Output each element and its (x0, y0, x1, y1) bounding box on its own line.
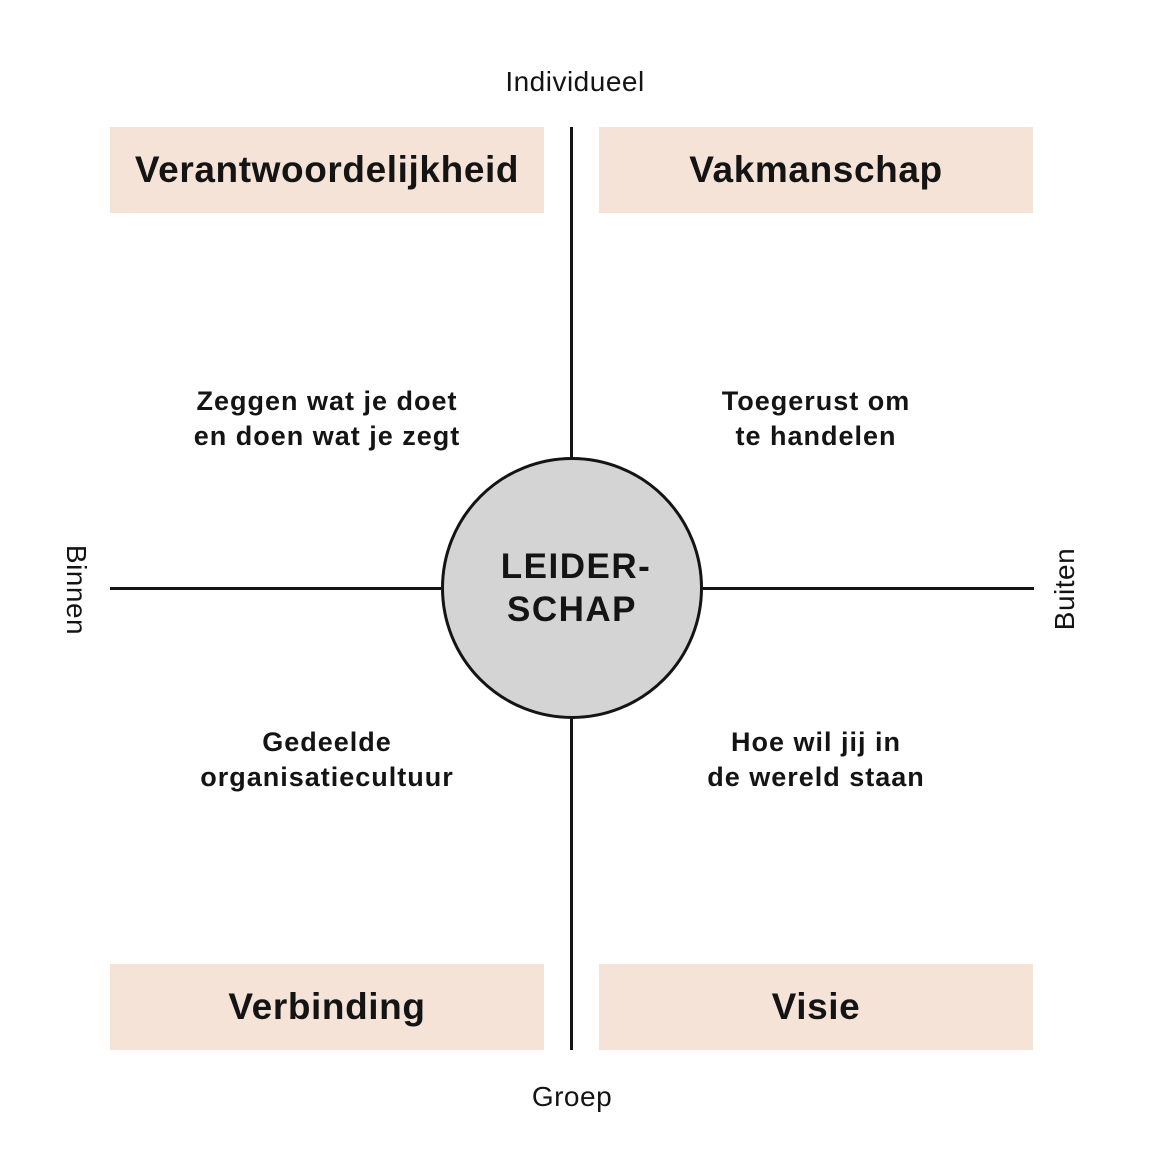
quadrant-title-text: Verantwoordelijkheid (134, 149, 520, 190)
description-line: en doen wat je zegt (193, 421, 461, 451)
axis-label-left: Binnen (61, 544, 92, 636)
description-line: Gedeelde (262, 727, 392, 757)
description-line: Zeggen wat je doet (196, 386, 458, 416)
center-label-line-1: LEIDER- (500, 547, 652, 586)
quadrant-title-text: Visie (771, 986, 861, 1027)
quadrant-title-text: Verbinding (228, 986, 426, 1027)
center-label-line-2: SCHAP (506, 590, 638, 629)
quadrant-title-bottom-left: Verbinding (110, 964, 544, 1050)
quadrant-title-top-right: Vakmanschap (599, 127, 1033, 213)
description-line: Toegerust om (721, 386, 911, 416)
axis-label-right: Buiten (1049, 547, 1080, 631)
description-bottom-right: Hoe wil jij in de wereld staan (596, 725, 1036, 795)
horizontal-axis-line-left (110, 587, 441, 590)
description-top-left: Zeggen wat je doet en doen wat je zegt (107, 384, 547, 454)
description-line: Hoe wil jij in (730, 727, 901, 757)
quadrant-title-top-left: Verantwoordelijkheid (110, 127, 544, 213)
center-circle: LEIDER- SCHAP (441, 457, 703, 719)
axis-label-bottom: Groep (531, 1081, 613, 1112)
quadrant-title-bottom-right: Visie (599, 964, 1033, 1050)
vertical-axis-line-top (570, 127, 573, 458)
horizontal-axis-line-right (703, 587, 1034, 590)
quadrant-title-text: Vakmanschap (689, 149, 943, 190)
description-line: organisatiecultuur (200, 762, 454, 792)
axis-label-top: Individueel (505, 66, 645, 97)
description-line: te handelen (735, 421, 897, 451)
description-top-right: Toegerust om te handelen (596, 384, 1036, 454)
description-line: de wereld staan (707, 762, 925, 792)
vertical-axis-line-bottom (570, 719, 573, 1050)
description-bottom-left: Gedeelde organisatiecultuur (107, 725, 547, 795)
